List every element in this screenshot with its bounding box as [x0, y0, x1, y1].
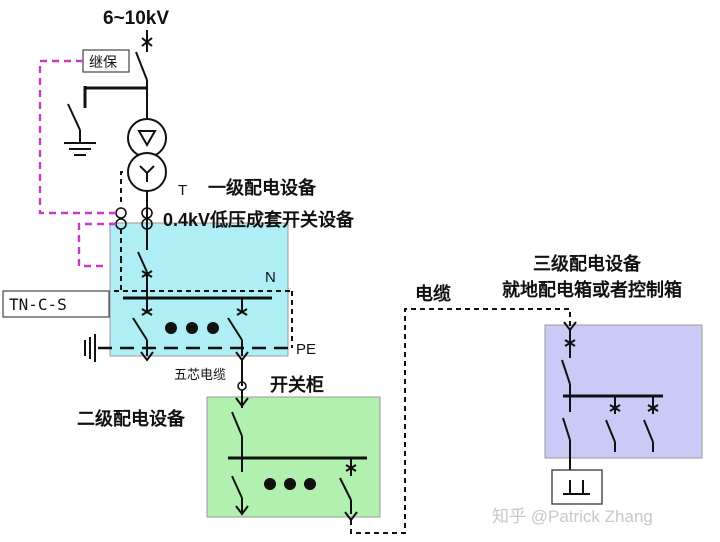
delta-winding-icon	[137, 130, 157, 148]
cable-label: 电缆	[415, 283, 451, 304]
wye-winding-icon	[139, 165, 155, 182]
transformer-primary	[127, 118, 167, 158]
cable-to-level3	[350, 308, 571, 534]
level3-panel	[544, 324, 703, 459]
n-label: N	[265, 269, 276, 286]
level3-incomer-blade	[561, 359, 571, 385]
level2-feeder1-blade	[231, 475, 243, 499]
system-type-box	[2, 290, 110, 318]
feeder1-blade	[132, 317, 148, 341]
system-type-label: TN-C-S	[9, 295, 67, 314]
level1-panel	[109, 222, 289, 357]
hv-isolator-mark	[141, 37, 153, 47]
feeder2-blade	[227, 317, 243, 341]
pe-label: PE	[296, 341, 316, 358]
socket-outlet	[551, 469, 603, 505]
transformer-label: T	[178, 182, 187, 199]
more-feeders-dot	[165, 322, 177, 334]
level3-subtitle: 就地配电箱或者控制箱	[502, 279, 682, 300]
level1-title: 一级配电设备	[208, 177, 317, 198]
main-breaker-blade	[137, 251, 148, 273]
level2-incomer-blade	[231, 411, 243, 437]
switchgear-label: 开关柜	[270, 374, 324, 395]
relay-control-link	[38, 59, 116, 215]
hv-breaker-blade	[135, 51, 148, 81]
five-core-label: 五芯电缆	[174, 367, 226, 382]
level1-subtitle: 0.4kV低压成套开关设备	[163, 209, 355, 230]
level2-more-feeders-dot	[264, 478, 276, 490]
relay-label: 继保	[89, 54, 117, 70]
level2-feeder2-blade	[339, 477, 352, 501]
level3-title: 三级配电设备	[533, 253, 642, 274]
grounding-switch-blade	[67, 103, 81, 131]
watermark: 知乎 @Patrick Zhang	[492, 507, 653, 526]
ct-upper	[115, 207, 127, 219]
ct-control-link	[77, 222, 116, 268]
voltage-label: 6~10kV	[103, 8, 169, 29]
level2-title: 二级配电设备	[77, 408, 186, 429]
